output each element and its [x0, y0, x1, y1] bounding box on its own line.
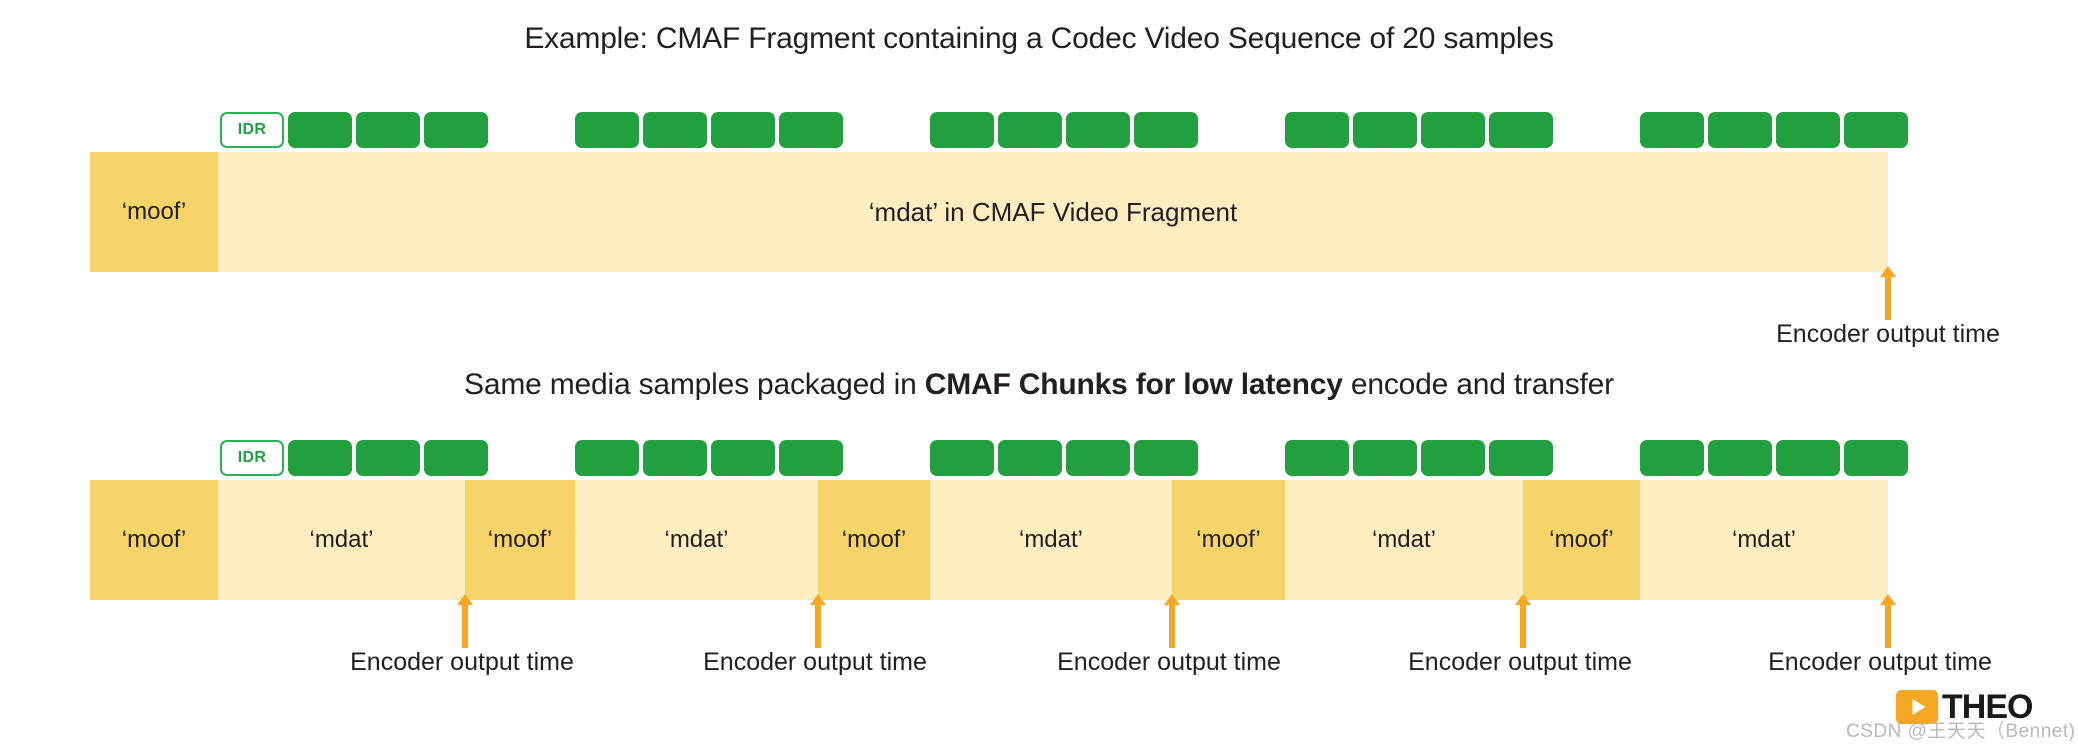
video-sample-box: [288, 440, 352, 476]
sample-group: [1285, 112, 1553, 148]
moof-box: ‘moof’: [465, 480, 575, 600]
video-sample-box: [1353, 112, 1417, 148]
video-sample-box: [998, 112, 1062, 148]
video-sample-box: [356, 112, 420, 148]
moof-box: ‘moof’: [818, 480, 930, 600]
theo-wordmark: THEO: [1942, 688, 2033, 726]
video-sample-box: [1421, 112, 1485, 148]
encoder-output-time-label: Encoder output time: [350, 648, 574, 676]
encoder-output-time-label: Encoder output time: [1408, 648, 1632, 676]
video-sample-box: [930, 112, 994, 148]
sample-group: [1640, 440, 1908, 476]
mdat-box: ‘mdat’: [575, 480, 818, 600]
bottom-title-prefix: Same media samples packaged in: [464, 368, 925, 401]
video-sample-box: [779, 112, 843, 148]
video-sample-box: [1708, 112, 1772, 148]
mdat-box: ‘mdat’ in CMAF Video Fragment: [218, 152, 1888, 272]
moof-box: ‘moof’: [90, 480, 218, 600]
video-sample-box: [1134, 112, 1198, 148]
video-sample-box: [1489, 440, 1553, 476]
video-sample-box: [1421, 440, 1485, 476]
video-sample-box: [424, 440, 488, 476]
top-sample-row: IDR: [0, 112, 2078, 148]
video-sample-box: [1066, 112, 1130, 148]
csdn-watermark: CSDN @王天天（Bennet): [1846, 721, 2076, 742]
top-box-bar: ‘moof’‘mdat’ in CMAF Video Fragment: [0, 152, 2078, 272]
video-sample-box: [1776, 112, 1840, 148]
sample-group: IDR: [220, 440, 488, 476]
encoder-output-arrow-icon: [1880, 594, 1896, 648]
bottom-title-suffix: encode and transfer: [1342, 368, 1614, 401]
encoder-output-time-label: Encoder output time: [1057, 648, 1281, 676]
video-sample-box: [643, 440, 707, 476]
mdat-box: ‘mdat’: [930, 480, 1172, 600]
video-sample-box: [711, 112, 775, 148]
moof-box: ‘moof’: [1523, 480, 1640, 600]
bottom-sample-row: IDR: [0, 440, 2078, 476]
encoder-output-arrow-icon: [1164, 594, 1180, 648]
bottom-title-emphasis: CMAF Chunks for low latency: [924, 368, 1343, 401]
video-sample-box: [643, 112, 707, 148]
video-sample-box: [1640, 112, 1704, 148]
top-diagram-title: Example: CMAF Fragment containing a Code…: [524, 22, 1554, 55]
video-sample-box: [711, 440, 775, 476]
video-sample-box: [1844, 112, 1908, 148]
video-sample-box: [1285, 112, 1349, 148]
video-sample-box: [424, 112, 488, 148]
video-sample-box: [1844, 440, 1908, 476]
sample-group: [1285, 440, 1553, 476]
sample-group: IDR: [220, 112, 488, 148]
sample-group: [930, 440, 1198, 476]
moof-box: ‘moof’: [1172, 480, 1285, 600]
video-sample-box: [779, 440, 843, 476]
moof-box: ‘moof’: [90, 152, 218, 272]
bottom-box-bar: ‘moof’‘mdat’‘moof’‘mdat’‘moof’‘mdat’‘moo…: [0, 480, 2078, 600]
sample-group: [1640, 112, 1908, 148]
sample-group: [575, 440, 843, 476]
video-sample-box: [575, 112, 639, 148]
encoder-output-arrow-icon: [810, 594, 826, 648]
encoder-output-time-label: Encoder output time: [1768, 648, 1992, 676]
video-sample-box: [1353, 440, 1417, 476]
play-button-icon: [1896, 690, 1938, 724]
video-sample-box: [1640, 440, 1704, 476]
encoder-output-arrow-icon: [457, 594, 473, 648]
encoder-output-arrow-icon: [1515, 594, 1531, 648]
encoder-output-time-label: Encoder output time: [1776, 320, 2000, 348]
mdat-box: ‘mdat’: [1285, 480, 1523, 600]
video-sample-box: [998, 440, 1062, 476]
mdat-box: ‘mdat’: [218, 480, 465, 600]
video-sample-box: [1776, 440, 1840, 476]
sample-group: [575, 112, 843, 148]
video-sample-box: [356, 440, 420, 476]
sample-group: [930, 112, 1198, 148]
video-sample-box: [1708, 440, 1772, 476]
theo-logo: THEO: [1896, 688, 2033, 726]
video-sample-box: [930, 440, 994, 476]
idr-sample-box: IDR: [220, 440, 284, 476]
video-sample-box: [1066, 440, 1130, 476]
video-sample-box: [575, 440, 639, 476]
video-sample-box: [288, 112, 352, 148]
video-sample-box: [1489, 112, 1553, 148]
encoder-output-arrow-icon: [1880, 266, 1896, 320]
idr-sample-box: IDR: [220, 112, 284, 148]
video-sample-box: [1285, 440, 1349, 476]
mdat-box: ‘mdat’: [1640, 480, 1888, 600]
bottom-diagram-title: Same media samples packaged in CMAF Chun…: [0, 368, 2078, 402]
encoder-output-time-label: Encoder output time: [703, 648, 927, 676]
video-sample-box: [1134, 440, 1198, 476]
